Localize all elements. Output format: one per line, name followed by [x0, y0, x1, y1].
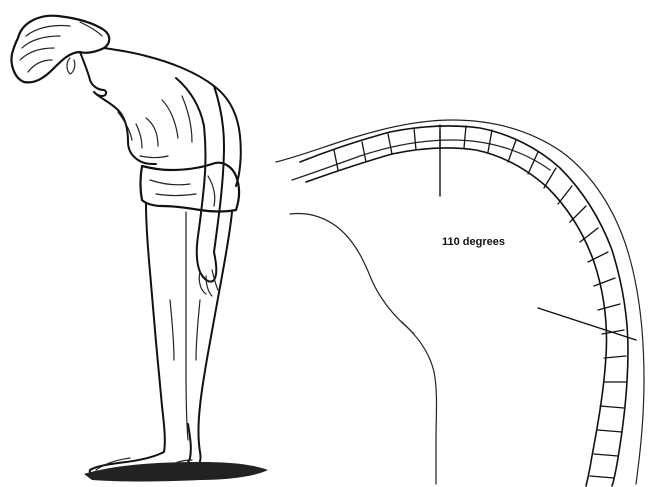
vertebra-divider: [488, 130, 492, 152]
vertebra-divider: [544, 168, 556, 188]
ear: [67, 58, 75, 74]
arm-back-edge: [214, 86, 224, 252]
vertebra-divider: [594, 278, 615, 286]
vertebra-divider: [594, 454, 618, 456]
vertebra-divider: [604, 356, 626, 358]
hair-strands: [20, 22, 102, 72]
spine-diagram: 110 degrees: [276, 120, 644, 486]
vertebra-divider: [334, 150, 338, 170]
vertebra-divider: [362, 142, 366, 162]
angle-line-oblique: [538, 308, 636, 340]
vertebra-divider: [590, 476, 614, 478]
body-contour-tick: [402, 322, 414, 334]
vertebra-divider: [570, 206, 586, 222]
shorts: [141, 163, 240, 212]
leg-inner: [170, 212, 200, 440]
vertebra-divider: [528, 152, 538, 174]
vertebra-divider: [388, 134, 392, 154]
face: [80, 52, 106, 96]
vertebra-divider: [464, 126, 466, 148]
back-contour-outer: [276, 120, 644, 484]
vertebra-divider: [598, 430, 622, 432]
angle-label: 110 degrees: [442, 236, 505, 248]
vertebra-divider: [598, 304, 620, 310]
chest-front: [96, 94, 156, 164]
vertebra-divider: [600, 406, 624, 408]
vertebrae-lines: [334, 125, 626, 478]
vertebra-divider: [558, 186, 572, 204]
spine-edge-top: [300, 126, 628, 486]
vertebra-divider: [414, 128, 416, 150]
body-contour-inner: [290, 214, 437, 485]
leg-front: [90, 204, 191, 476]
stooped-man-figure: [12, 16, 269, 482]
